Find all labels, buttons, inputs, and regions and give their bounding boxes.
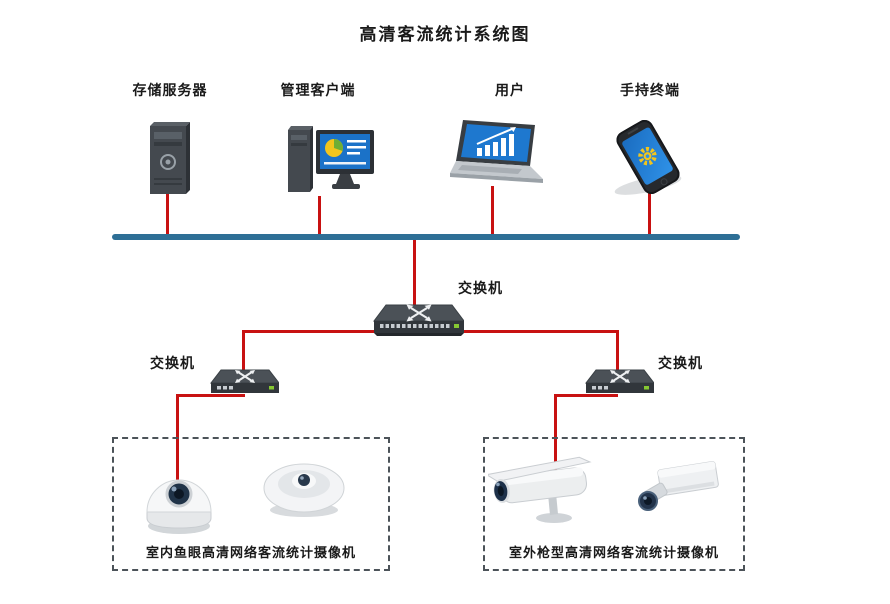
gear-icon — [638, 146, 657, 166]
user-label: 用户 — [495, 82, 525, 98]
handheld-terminal-node — [608, 116, 688, 200]
link-rightswitch-camera-vertical — [554, 394, 557, 470]
laptop-icon — [450, 120, 543, 183]
storage-server-label: 存储服务器 — [132, 82, 208, 98]
indoor-flat-fisheye-camera-icon — [260, 458, 348, 525]
link-phone-bus — [648, 192, 651, 237]
link-laptop-bus — [491, 186, 494, 237]
link-core-right-horizontal — [460, 330, 618, 333]
core-switch-label: 交换机 — [458, 280, 503, 296]
indoor-group-label: 室内鱼眼高清网络客流统计摄像机 — [145, 545, 356, 560]
phone-home-button — [658, 177, 669, 187]
storage-server-node — [142, 120, 196, 203]
link-core-left-horizontal — [242, 330, 376, 333]
outdoor-box-camera-icon — [637, 454, 725, 529]
smartphone-icon — [613, 116, 683, 198]
user-laptop-node — [450, 120, 546, 195]
link-leftswitch-camera-horizontal — [176, 394, 245, 397]
diagram-title: 高清客流统计系统图 — [359, 25, 531, 44]
left-switch-icon — [209, 369, 281, 393]
right-switch-label: 交换机 — [658, 355, 703, 371]
right-switch-icon — [584, 369, 656, 393]
management-client-label: 管理客户端 — [280, 82, 356, 98]
outdoor-group-label: 室外枪型高清网络客流统计摄像机 — [508, 545, 719, 560]
outdoor-bullet-camera-icon — [485, 452, 600, 535]
core-switch-node — [368, 299, 465, 348]
link-bus-core-switch — [413, 239, 416, 307]
link-client-bus — [318, 196, 321, 237]
left-switch-node — [207, 365, 281, 404]
outdoor-camera-group: 室外枪型高清网络客流统计摄像机 — [483, 437, 745, 571]
handheld-terminal-label: 手持终端 — [620, 82, 680, 98]
core-switch-icon — [373, 304, 465, 336]
link-server-bus — [166, 194, 169, 237]
left-switch-label: 交换机 — [150, 355, 195, 371]
link-rightswitch-camera-horizontal — [554, 394, 618, 397]
management-client-node — [284, 122, 376, 209]
indoor-dome-fisheye-camera-icon — [139, 450, 219, 541]
link-core-left-vertical — [242, 330, 245, 372]
link-core-right-vertical — [616, 330, 619, 372]
indoor-camera-group: 室内鱼眼高清网络客流统计摄像机 — [112, 437, 390, 571]
storage-server-icon — [150, 122, 190, 194]
phone-screen — [621, 126, 674, 186]
link-leftswitch-camera-vertical — [176, 394, 179, 485]
management-client-icon — [288, 126, 374, 192]
right-switch-node — [582, 365, 656, 404]
network-bus — [112, 234, 740, 240]
